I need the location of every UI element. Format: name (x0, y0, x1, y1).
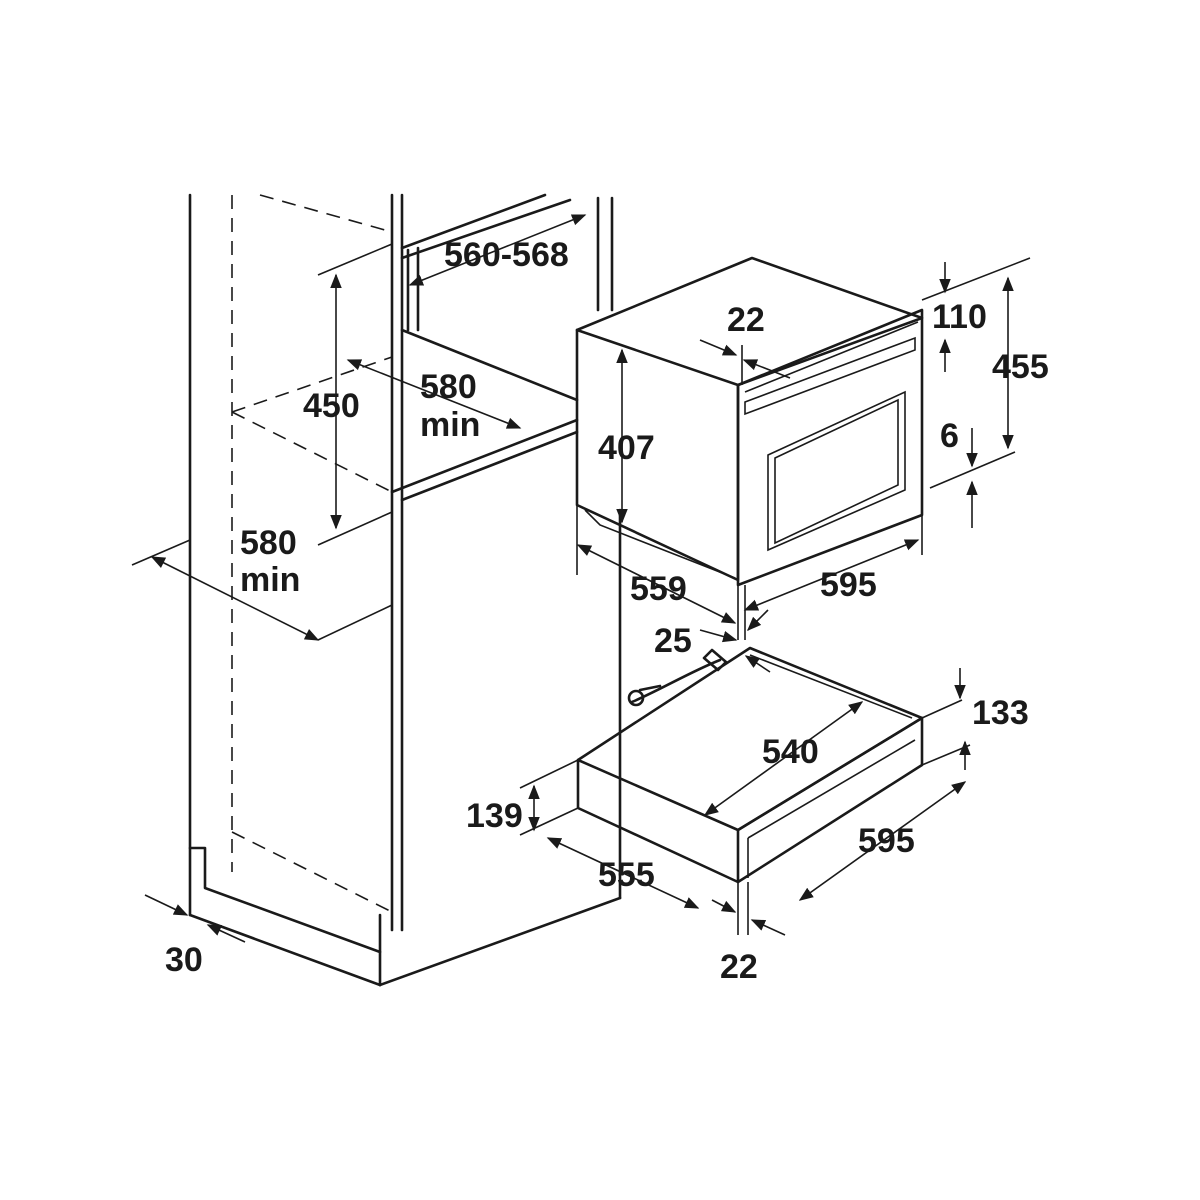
label-oven-width: 595 (820, 566, 877, 604)
label-drawer-height: 139 (466, 797, 523, 835)
label-plinth: 30 (165, 941, 203, 979)
label-oven-top-offset: 22 (727, 301, 765, 339)
label-connection-gap: 25 (654, 622, 692, 660)
label-drawer-inner-depth: 540 (762, 733, 819, 771)
dimension-labels: 560-568 450 580 min 580 min 30 22 407 55… (165, 236, 1049, 986)
label-drawer-width: 595 (858, 822, 915, 860)
label-oven-top-gap: 110 (932, 298, 987, 336)
label-niche-height: 450 (303, 387, 360, 425)
label-drawer-front-offset: 22 (720, 948, 758, 986)
label-oven-body-height: 407 (598, 429, 655, 467)
label-niche-width-suffix: min (420, 406, 480, 444)
label-cabinet-depth-suffix: min (240, 561, 300, 599)
label-drawer-front-height: 133 (972, 694, 1029, 732)
label-oven-bottom-gap: 6 (940, 417, 959, 455)
dimension-lines (131, 214, 1031, 943)
label-drawer-depth: 555 (598, 856, 655, 894)
label-niche-width: 580 (420, 368, 477, 406)
label-oven-total-height: 455 (992, 348, 1049, 386)
label-oven-depth: 559 (630, 570, 687, 608)
label-cabinet-depth: 580 (240, 524, 297, 562)
label-niche-depth: 560-568 (444, 236, 569, 274)
